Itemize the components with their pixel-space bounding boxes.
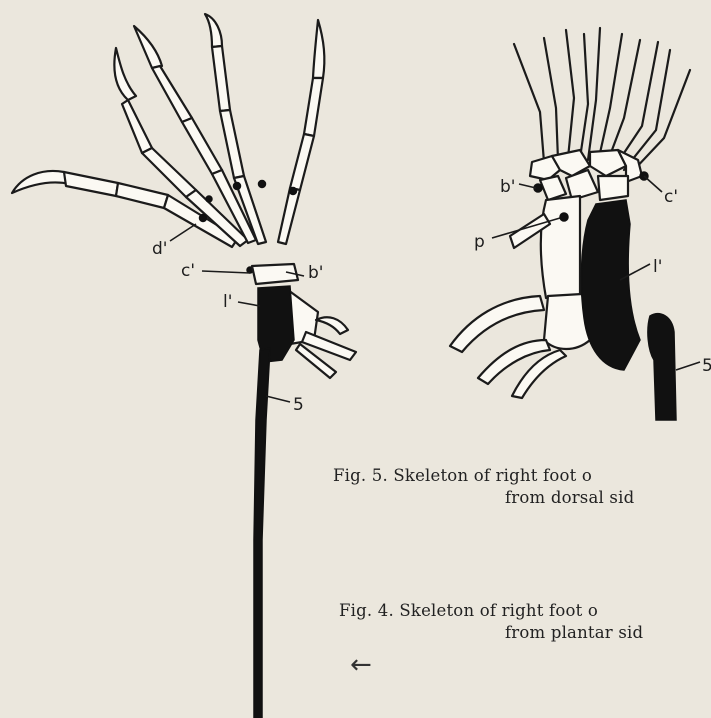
fig5-caption: Fig. 5. Skeleton of right foot o from do… bbox=[333, 465, 634, 509]
fig5-label-b: b' bbox=[500, 177, 515, 197]
fig4-label-l: l' bbox=[223, 292, 232, 312]
fig4-foot-skeleton bbox=[12, 14, 356, 718]
fig5-bone-l bbox=[581, 200, 640, 370]
fig4-bone-5 bbox=[254, 348, 270, 718]
fig4-label-c: c' bbox=[181, 261, 195, 281]
fig4-caption: Fig. 4. Skeleton of right foot o from pl… bbox=[339, 600, 643, 644]
left-arrow-icon: ← bbox=[350, 650, 372, 680]
fig4-label-d: d' bbox=[152, 239, 167, 259]
fig4-label-5: 5 bbox=[293, 395, 304, 415]
fig5-caption-line2: from dorsal sid bbox=[333, 487, 634, 509]
fig5-label-5: 5 bbox=[702, 356, 711, 376]
fig5-caption-line1: Fig. 5. Skeleton of right foot o bbox=[333, 465, 634, 487]
fig4-label-b: b' bbox=[308, 263, 323, 283]
fig4-toe-5 bbox=[278, 20, 324, 244]
fig4-caption-line2: from plantar sid bbox=[339, 622, 643, 644]
fig5-label-c: c' bbox=[664, 187, 678, 207]
fig5-label-l: l' bbox=[653, 257, 662, 277]
fig5-bone-5 bbox=[648, 314, 676, 420]
fig5-foot-skeleton bbox=[450, 28, 690, 420]
fig4-caption-line1: Fig. 4. Skeleton of right foot o bbox=[339, 600, 643, 622]
fig5-label-p: p bbox=[474, 232, 485, 252]
